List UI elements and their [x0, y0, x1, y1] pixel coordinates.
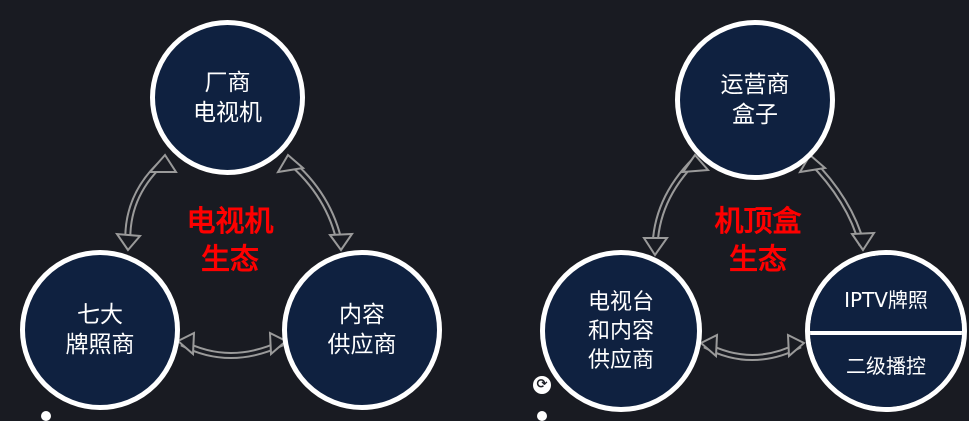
- center-label-stb-ecosystem: 机顶盒 生态: [714, 204, 802, 276]
- arrowhead: [268, 331, 288, 357]
- arrowhead: [147, 153, 178, 173]
- selection-handle[interactable]: [537, 411, 547, 421]
- arrow-left-top-to-br-inner: [287, 158, 342, 246]
- node-license-holders: 七大 牌照商: [20, 250, 180, 410]
- arrowhead: [642, 237, 669, 257]
- arrowhead: [328, 232, 354, 252]
- node-operator-box: 运营商 盒子: [675, 20, 835, 180]
- arrowhead: [786, 333, 806, 359]
- arrow-right-top-to-bl: [651, 157, 698, 251]
- node-content-provider: 内容 供应商: [282, 250, 442, 410]
- center-label-tv-ecosystem: 电视机 生态: [186, 204, 274, 276]
- arrowhead: [798, 153, 828, 174]
- node-tv-manufacturer: 厂商 电视机: [150, 20, 305, 175]
- rotate-handle-icon[interactable]: ⟳: [533, 376, 551, 394]
- arrowhead: [276, 153, 306, 174]
- arrowhead: [850, 231, 876, 252]
- arrowhead: [176, 331, 196, 357]
- arrowhead: [699, 333, 719, 359]
- node-tv-station-content: 电视台 和内容 供应商: [540, 250, 702, 412]
- selection-handle[interactable]: [41, 411, 51, 421]
- arrow-left-top-to-br: [285, 157, 344, 246]
- node-iptv-split: IPTV牌照 二级播控: [805, 250, 967, 412]
- arrowhead: [114, 232, 143, 252]
- arrowhead: [680, 153, 711, 174]
